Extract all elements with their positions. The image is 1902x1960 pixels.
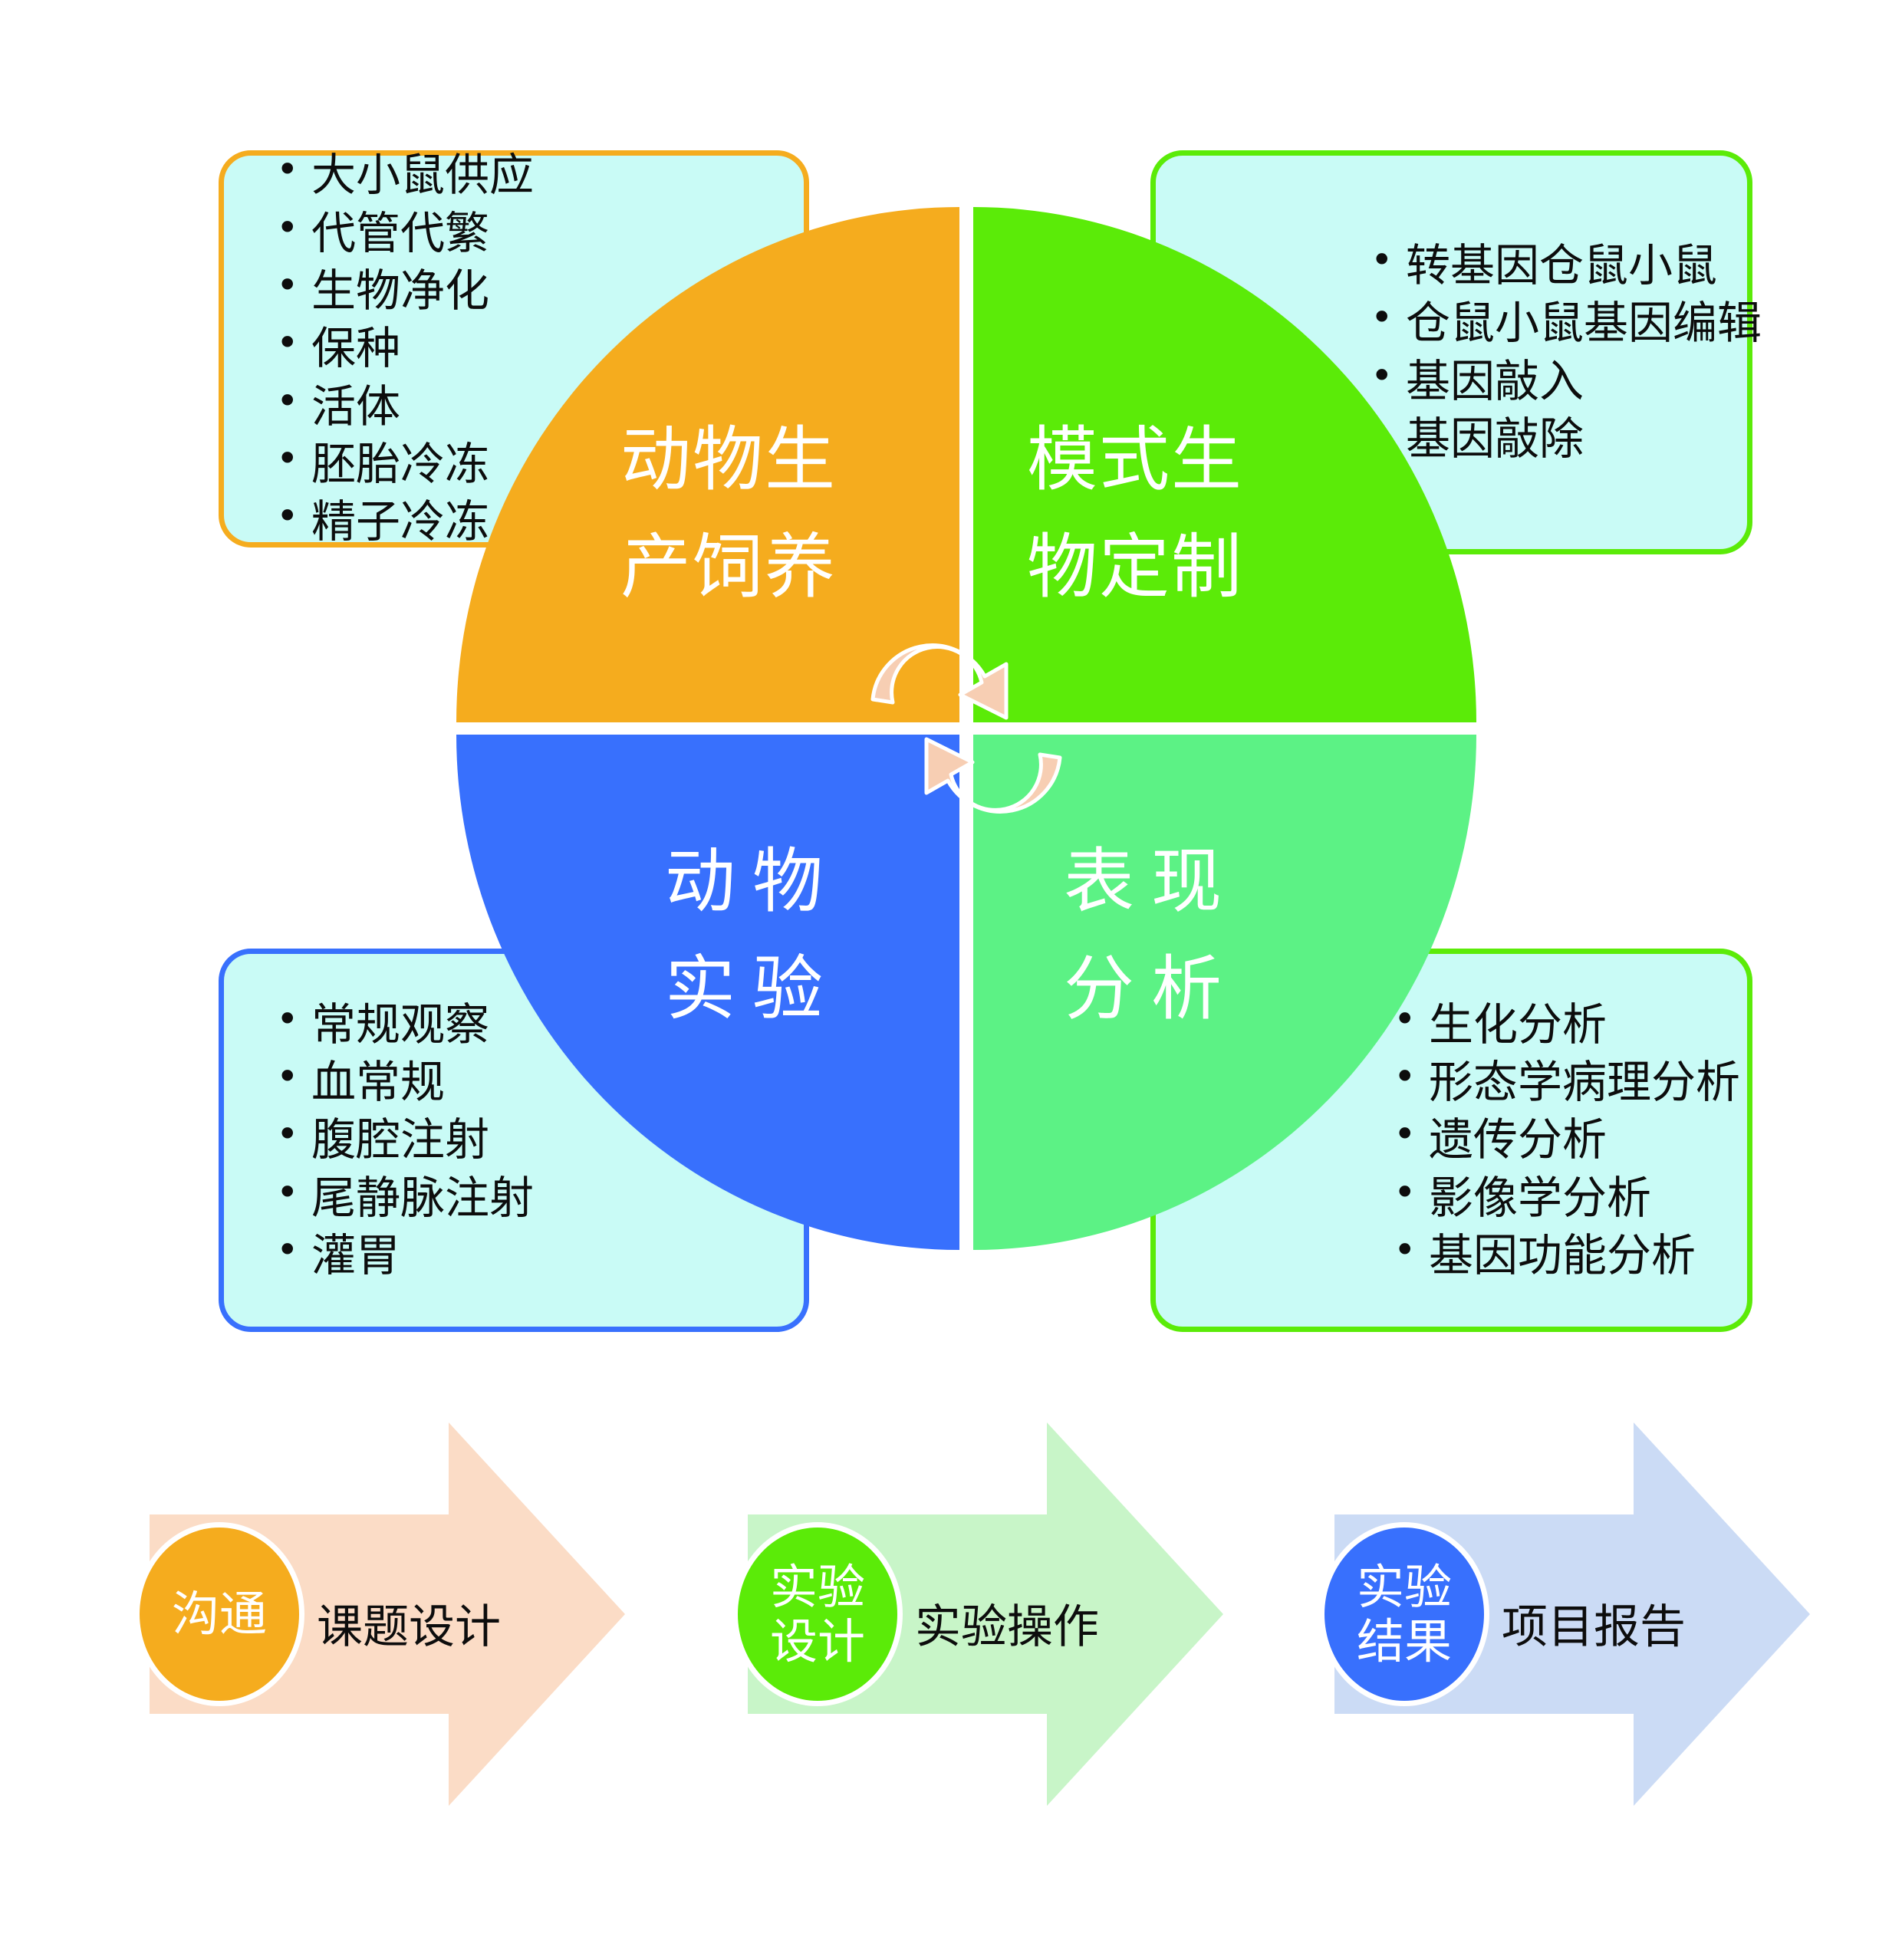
list-item: 血常规 <box>268 1052 804 1111</box>
list-item: 生化分析 <box>1386 995 1747 1054</box>
process-circle-label-line1: 实验 <box>1356 1558 1452 1615</box>
quadrant-phenotype-analysis[interactable] <box>973 735 1476 1250</box>
process-arrow-label-2: 实验操作 <box>915 1600 1099 1654</box>
info-list-animal-experiment: 常规观察 血常规 腹腔注射 尾静脉注射 灌胃 <box>268 995 804 1285</box>
process-circle-2[interactable]: 实验 设计 <box>732 1522 903 1706</box>
quadrant-label-line1: 动物 <box>664 840 840 922</box>
process-circle-label-line2: 结果 <box>1356 1613 1452 1669</box>
list-item: 遗传分析 <box>1386 1110 1747 1169</box>
quadrant-label-line1: 模式生 <box>1026 419 1243 501</box>
process-circle-1[interactable]: 沟通 <box>134 1522 304 1706</box>
list-item: 转基因仓鼠小鼠 <box>1363 235 1747 294</box>
list-item: 大小鼠供应 <box>268 145 804 204</box>
quadrant-label-animal-experiment: 动物 实验 <box>606 828 882 1043</box>
process-arrow-shape <box>150 1422 625 1806</box>
process-circle-3[interactable]: 实验 结果 <box>1319 1522 1489 1706</box>
list-item: 仓鼠小鼠基因编辑 <box>1363 293 1762 352</box>
quadrant-label-animal-production: 动物生 产饲养 <box>591 406 867 621</box>
list-item: 基因敲入 <box>1363 350 1747 410</box>
quadrant-label-line1: 表现 <box>1063 840 1239 922</box>
list-item: 胚胎冷冻 <box>268 434 804 493</box>
list-item: 尾静脉注射 <box>268 1168 804 1227</box>
quadrant-label-phenotype-analysis: 表现 分析 <box>1005 828 1281 1043</box>
quadrant-label-line1: 动物生 <box>620 419 837 501</box>
list-item: 影像学分析 <box>1386 1168 1747 1227</box>
list-item: 形态学病理分析 <box>1386 1052 1747 1111</box>
process-arrow-shape <box>1334 1422 1810 1806</box>
quadrant-model-organism[interactable] <box>973 207 1476 722</box>
list-item: 精子冷冻 <box>268 492 804 551</box>
quadrant-label-line2: 实验 <box>664 947 840 1030</box>
process-step-1[interactable]: 沟通 课题设计 <box>119 1422 732 1806</box>
list-item: 生物净化 <box>268 261 804 320</box>
info-list-phenotype-analysis: 生化分析 形态学病理分析 遗传分析 影像学分析 基因功能分析 <box>1386 995 1747 1285</box>
process-arrow-label-3: 项目报告 <box>1502 1600 1686 1654</box>
process-circle-label-line2: 设计 <box>769 1613 865 1669</box>
list-item: 代管代繁 <box>268 203 804 262</box>
central-circle-diagram <box>456 207 1476 1250</box>
quadrant-animal-experiment[interactable] <box>456 735 959 1250</box>
list-item: 常规观察 <box>268 995 804 1054</box>
rotation-arrows-icon <box>870 643 1062 814</box>
list-item: 腹腔注射 <box>268 1110 804 1169</box>
process-circle-label-line1: 沟通 <box>171 1586 267 1643</box>
process-circle-label-line1: 实验 <box>769 1558 865 1615</box>
list-item: 灌胃 <box>268 1225 804 1284</box>
info-list-animal-production: 大小鼠供应 代管代繁 生物净化 保种 活体 胚胎冷冻 精子冷冻 <box>268 145 804 551</box>
circular-flow-arrows <box>851 613 1081 844</box>
info-list-model-organism: 转基因仓鼠小鼠 仓鼠小鼠基因编辑 基因敲入 基因敲除 <box>1363 235 1762 469</box>
process-step-3[interactable]: 实验 结果 项目报告 <box>1304 1422 1902 1806</box>
quadrant-animal-production[interactable] <box>456 207 959 722</box>
list-item: 基因功能分析 <box>1386 1225 1747 1284</box>
list-item: 活体 <box>268 377 804 436</box>
quadrant-label-line2: 分析 <box>1063 947 1239 1030</box>
process-arrow-shape <box>748 1422 1223 1806</box>
process-step-2[interactable]: 实验 设计 实验操作 <box>717 1422 1331 1806</box>
quadrant-label-line2: 物定制 <box>1026 525 1243 608</box>
quadrant-label-model-organism: 模式生 物定制 <box>997 406 1273 621</box>
quadrant-label-line2: 产饲养 <box>620 525 837 608</box>
list-item: 保种 <box>268 318 804 377</box>
process-arrow-label-1: 课题设计 <box>317 1600 501 1654</box>
